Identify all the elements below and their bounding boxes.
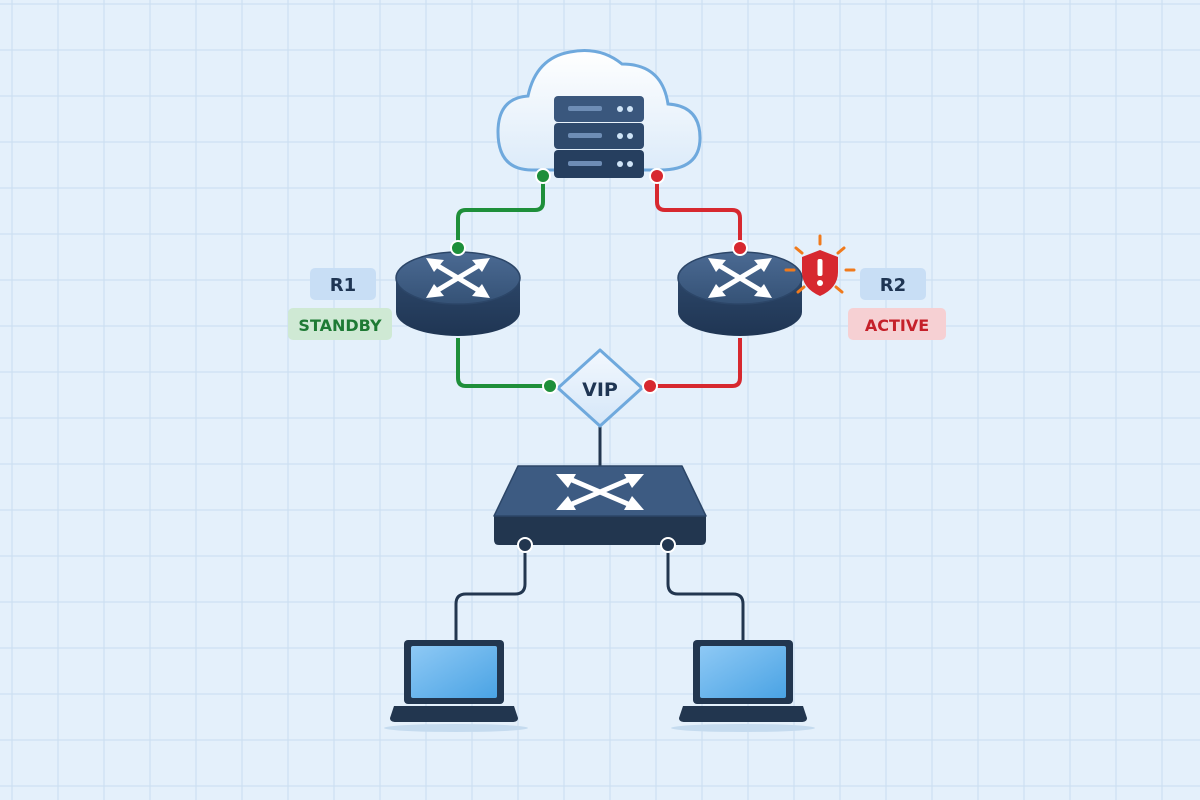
- host-right[interactable]: [671, 640, 815, 732]
- host-left[interactable]: [384, 640, 528, 732]
- shield-alert-icon: [784, 234, 856, 296]
- port-dot: [535, 168, 551, 184]
- link-switch-host-left: [454, 545, 527, 640]
- r1-status-label: STANDBY: [298, 316, 382, 335]
- r1-name-label: R1: [330, 275, 356, 296]
- port-dot: [517, 537, 533, 553]
- laptop-icon: [384, 640, 528, 732]
- port-dot: [642, 378, 658, 394]
- link-cloud-r2: [655, 178, 742, 248]
- link-cloud-r1: [456, 178, 545, 248]
- link-r1-vip: [456, 338, 550, 388]
- r1-status-badge: STANDBY: [288, 308, 392, 340]
- r1-name-badge: R1: [310, 268, 376, 300]
- port-dot: [450, 240, 466, 256]
- cloud-server-node[interactable]: [496, 49, 702, 184]
- switch-icon: [493, 465, 707, 545]
- laptop-icon: [671, 640, 815, 732]
- switch-node[interactable]: [493, 465, 707, 553]
- link-switch-host-right: [666, 545, 745, 640]
- port-dot: [649, 168, 665, 184]
- links: [454, 178, 745, 640]
- router-icon: [395, 251, 521, 336]
- diamond-icon: [556, 348, 644, 428]
- r2-status-badge: ACTIVE: [848, 308, 946, 340]
- router-r1[interactable]: [395, 240, 521, 336]
- server-icon: [554, 96, 644, 178]
- r2-status-label: ACTIVE: [865, 316, 929, 335]
- port-dot: [660, 537, 676, 553]
- router-r2[interactable]: [677, 240, 803, 336]
- link-r2-vip: [650, 338, 742, 388]
- vip-label: VIP: [582, 379, 618, 401]
- r2-name-badge: R2: [860, 268, 926, 300]
- vip-node[interactable]: VIP: [542, 348, 658, 428]
- port-dot: [732, 240, 748, 256]
- port-dot: [542, 378, 558, 394]
- router-icon: [677, 251, 803, 336]
- r2-name-label: R2: [880, 275, 906, 296]
